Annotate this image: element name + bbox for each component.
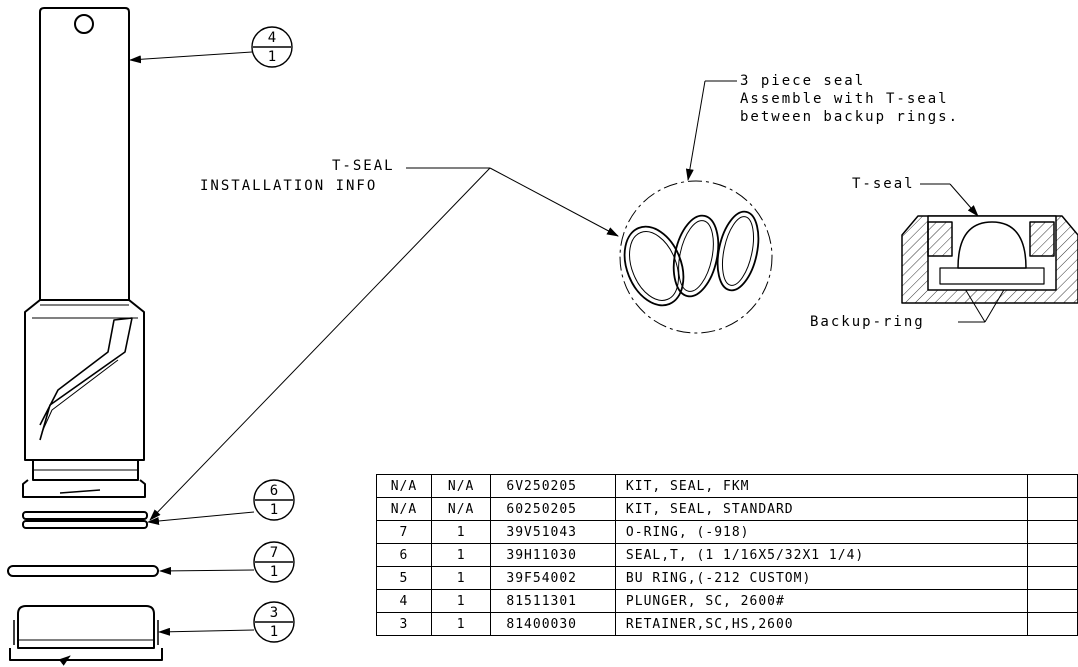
balloon-6-circle [253,479,295,521]
bom-cell-extra [1026,543,1078,567]
three-piece-seal-detail [619,180,773,334]
bom-cell-desc: KIT, SEAL, FKM [614,474,1028,498]
three-piece-note-line1: 3 piece seal [740,73,866,89]
bom-cell-extra [1026,589,1078,613]
bom-cell-item: 5 [376,566,432,590]
balloon-3-item: 3 [269,605,279,621]
bom-cell-desc: KIT, SEAL, STANDARD [614,497,1028,521]
three-piece-note-line3: between backup rings. [740,109,960,125]
bom-cell-qty: 1 [430,589,492,613]
balloon-6-qty: 1 [269,502,279,518]
tseal-install-subtitle: INSTALLATION INFO [200,178,378,194]
o-ring-part [7,565,159,577]
bom-cell-qty: N/A [430,497,492,521]
bom-cell-item: 4 [376,589,432,613]
bom-cell-qty: N/A [430,474,492,498]
bom-cell-extra [1026,497,1078,521]
t-seal-cross-section [901,215,1078,304]
bom-cell-item: N/A [376,474,432,498]
balloon-4-qty: 1 [267,49,277,65]
bom-cell-desc: RETAINER,SC,HS,2600 [614,612,1028,636]
t-seal-part [22,511,148,529]
bom-cell-qty: 1 [430,543,492,567]
retainer-part [9,605,163,661]
bom-cell-part: 39H11030 [490,543,616,567]
balloon-7-qty: 1 [269,564,279,580]
plunger-part [22,7,146,498]
balloon-7-item: 7 [269,545,279,561]
bom-cell-part: 81511301 [490,589,616,613]
bom-cell-qty: 1 [430,520,492,544]
bom-cell-item: N/A [376,497,432,521]
bom-cell-desc: SEAL,T, (1 1/16X5/32X1 1/4) [614,543,1028,567]
bom-cell-part: 39V51043 [490,520,616,544]
bom-cell-item: 6 [376,543,432,567]
bom-cell-qty: 1 [430,612,492,636]
bom-cell-part: 6V250205 [490,474,616,498]
balloon-3-circle [253,601,295,643]
bom-cell-qty: 1 [430,566,492,590]
backup-ring-label: Backup-ring [810,314,925,330]
bom-cell-desc: O-RING, (-918) [614,520,1028,544]
bom-cell-extra [1026,474,1078,498]
bom-cell-extra [1026,566,1078,590]
balloon-3-qty: 1 [269,624,279,640]
tseal-install-title: T-SEAL [332,158,395,174]
bom-cell-desc: PLUNGER, SC, 2600# [614,589,1028,613]
bom-cell-part: 81400030 [490,612,616,636]
bom-cell-item: 3 [376,612,432,636]
bom-cell-extra [1026,520,1078,544]
three-piece-note-line2: Assemble with T-seal [740,91,949,107]
bom-cell-extra [1026,612,1078,636]
balloon-4-circle [251,26,293,68]
bom-cell-part: 39F54002 [490,566,616,590]
tseal-label: T-seal [852,176,915,192]
bom-cell-desc: BU RING,(-212 CUSTOM) [614,566,1028,590]
bom-cell-part: 60250205 [490,497,616,521]
balloon-6-item: 6 [269,483,279,499]
balloon-4-item: 4 [267,30,277,46]
bom-cell-item: 7 [376,520,432,544]
balloon-7-circle [253,541,295,583]
